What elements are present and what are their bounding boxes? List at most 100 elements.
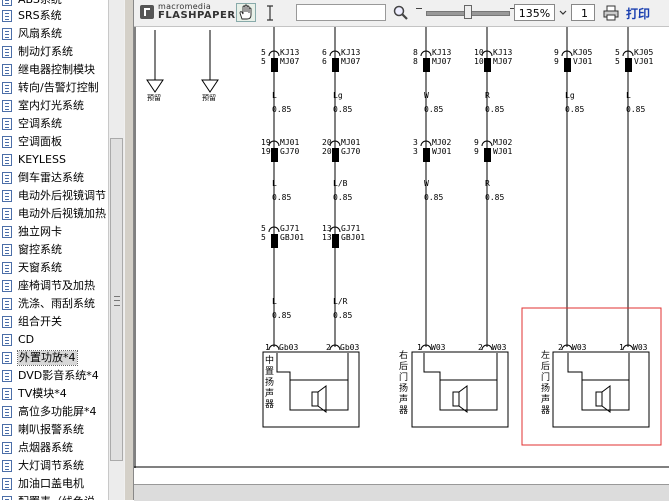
highlight-box [521,307,662,446]
pin-number: 2 [478,343,483,352]
document-icon [2,172,12,184]
connector-pin: 5 [261,233,266,242]
tree-item[interactable]: KEYLESS [0,151,108,169]
document-icon [2,388,12,400]
tree-item[interactable]: 组合开关 [0,313,108,331]
reserve-label: 预留 [147,93,161,102]
tree-item-label: TV模块*4 [18,387,67,400]
tree-item[interactable]: 洗涤、雨刮系统 [0,295,108,313]
magnifier-icon [393,5,408,20]
horizontal-scrollbar[interactable] [134,484,669,501]
tree-item[interactable]: 窗控系统 [0,241,108,259]
tree-item-label: 座椅调节及加热 [18,279,95,292]
tree-item[interactable]: 倒车雷达系统 [0,169,108,187]
document-icon [2,64,12,76]
tree-item-label: 大灯调节系统 [18,459,84,472]
hand-tool-button[interactable] [236,3,256,22]
zoom-slider-thumb[interactable] [464,5,472,19]
document-icon [2,496,12,500]
connector-block [271,58,278,72]
connector-block [625,58,632,72]
print-label[interactable]: 打印 [626,7,651,21]
zoom-in-icon[interactable] [510,8,516,9]
connector-arc [420,50,432,57]
search-button[interactable] [392,4,410,22]
wire-gauge: 0.85 [272,105,291,114]
zoom-level-field[interactable]: 135% [514,4,555,21]
tree-item-label: KEYLESS [18,153,66,166]
tree-item[interactable]: 室内灯光系统 [0,97,108,115]
tree-item[interactable]: ABS系统 [0,0,108,9]
wire-color: R [485,179,490,188]
wire-color: W [424,179,429,188]
tree-item[interactable]: 喇叭报警系统 [0,421,108,439]
tree-item[interactable]: 点烟器系统 [0,439,108,457]
tree-item[interactable]: 继电器控制模块 [0,61,108,79]
pin-number: 1 [619,343,624,352]
connector-block [564,58,571,72]
speaker-name-char: 声 [541,393,550,405]
tree-item[interactable]: 天窗系统 [0,259,108,277]
tree-item[interactable]: 座椅调节及加热 [0,277,108,295]
connector-code: MJ07 [493,57,512,66]
wire-color: L [272,91,277,100]
document-icon [2,298,12,310]
connector-pin: 19 [261,138,271,147]
tree-item[interactable]: CD [0,331,108,349]
connector-code: KJ05 [634,48,653,57]
tree-item[interactable]: 风扇系统 [0,25,108,43]
document-icon [2,334,12,346]
tree-scrollbar[interactable] [108,0,125,500]
connector-pin: 6 [322,48,327,57]
tree-item[interactable]: 加油口盖电机 [0,475,108,493]
tree-item[interactable]: 电动外后视镜加热 [0,205,108,223]
tree-item[interactable]: 配置表（线色说 [0,493,108,500]
connector-arc [268,140,280,147]
flashpaper-logo-icon [140,5,154,19]
tree-item[interactable]: 空调面板 [0,133,108,151]
tree-item[interactable]: 制动灯系统 [0,43,108,61]
tree-item[interactable]: 转向/告警灯控制 [0,79,108,97]
text-select-tool-button[interactable] [264,4,276,22]
document-tree[interactable]: ABS系统SRS系统风扇系统制动灯系统继电器控制模块转向/告警灯控制室内灯光系统… [0,0,108,500]
document-icon [2,208,12,220]
tree-item[interactable]: TV模块*4 [0,385,108,403]
pin-connector-code: Gb03 [279,343,298,352]
pin-connector-code: W03 [431,343,446,352]
tree-item[interactable]: 空调系统 [0,115,108,133]
speaker-name-char: 扬 [399,382,408,394]
reserve-terminal-left: 预留 [146,30,164,102]
wire-gauge: 0.85 [485,105,504,114]
document-icon [2,28,12,40]
print-button[interactable] [602,4,620,22]
wire-color: L [272,179,277,188]
wire-color: Lg [565,91,575,100]
tree-scrollbar-thumb[interactable] [110,138,123,461]
pin-arc [268,344,280,351]
wire-gauge: 0.85 [333,193,352,202]
zoom-dropdown-button[interactable] [557,4,569,21]
tree-item[interactable]: 电动外后视镜调节 [0,187,108,205]
tree-item[interactable]: 高位多功能屏*4 [0,403,108,421]
tree-item[interactable]: DVD影音系统*4 [0,367,108,385]
grip-icon [114,296,120,306]
tree-item[interactable]: SRS系统 [0,7,108,25]
pin-connector-code: W03 [633,343,648,352]
speaker-name-char: 左 [541,349,550,361]
tree-item[interactable]: 独立网卡 [0,223,108,241]
tree-item-label: 加油口盖电机 [18,477,84,490]
connector-code: KJ13 [341,48,360,57]
wire-gauge: 0.85 [485,193,504,202]
document-icon [2,46,12,58]
pin-number: 2 [558,343,563,352]
document-icon [2,82,12,94]
page-number-field[interactable]: 1 [571,4,595,21]
tree-item[interactable]: 外置功放*4 [0,349,108,367]
panel-splitter[interactable] [124,0,134,500]
tree-item[interactable]: 大灯调节系统 [0,457,108,475]
search-input[interactable] [296,4,386,21]
connector-code: KJ13 [432,48,451,57]
zoom-out-icon[interactable] [416,8,422,9]
speaker-name-char: 后 [541,361,550,372]
